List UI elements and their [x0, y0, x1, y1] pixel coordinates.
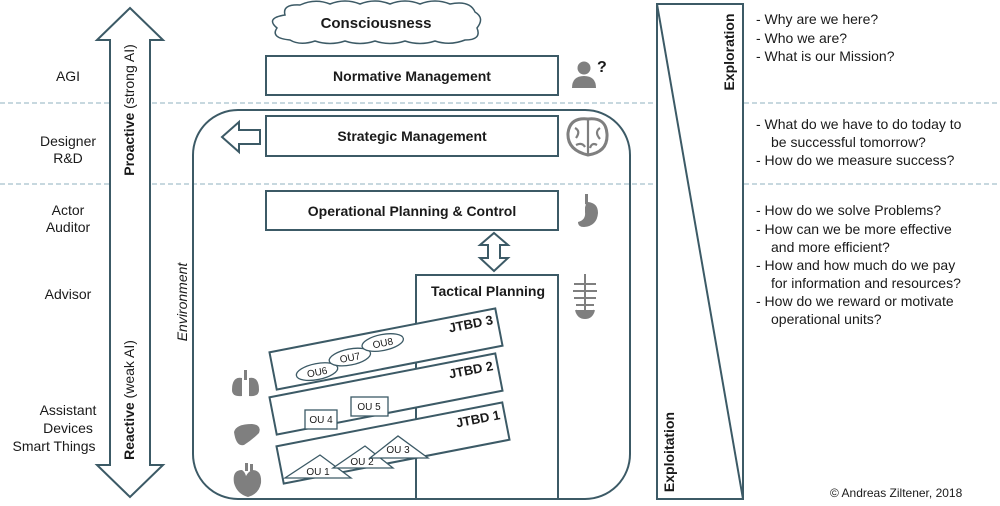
- question-reward-cont: operational units?: [771, 311, 882, 327]
- ou5-label: OU 5: [357, 402, 381, 413]
- ou8-ellipse: [361, 333, 405, 352]
- ou4-box: [304, 409, 338, 430]
- consciousness-label: Consciousness: [321, 15, 432, 32]
- up-down-arrow-icon: [477, 231, 511, 273]
- label-auditor: Auditor: [46, 219, 91, 235]
- question-what-today-cont: be successful tomorrow?: [771, 134, 926, 150]
- question-pay-cont: for information and resources?: [771, 275, 961, 291]
- ou5-box: [350, 396, 389, 417]
- reactive-arrow-label: Reactive (weak AI): [121, 340, 137, 460]
- ou1-label: OU 1: [306, 467, 330, 478]
- consciousness-cloud: [271, 0, 482, 45]
- label-rd: R&D: [53, 150, 83, 166]
- ou2-label: OU 2: [350, 457, 374, 468]
- proactive-arrow-label: Proactive (strong AI): [121, 44, 137, 176]
- label-assistant: Assistant: [40, 402, 97, 418]
- ou4-label: OU 4: [309, 415, 333, 426]
- exploration-exploitation-diagonal: [656, 3, 744, 500]
- question-measure-success: - How do we measure success?: [756, 152, 955, 168]
- question-solve-problems: - How do we solve Problems?: [756, 202, 941, 218]
- spine-icon: [573, 274, 597, 320]
- environment-container: [192, 109, 631, 500]
- liver-icon: [234, 424, 260, 446]
- label-actor: Actor: [52, 202, 85, 218]
- question-who-we-are: - Who we are?: [756, 30, 847, 46]
- label-agi: AGI: [56, 68, 80, 84]
- question-effective-cont: and more efficient?: [771, 239, 890, 255]
- environment-label: Environment: [174, 262, 190, 342]
- label-designer: Designer: [40, 133, 96, 149]
- brain-icon: [566, 117, 609, 157]
- question-mission: - What is our Mission?: [756, 48, 895, 64]
- normative-management-label: Normative Management: [333, 68, 491, 84]
- person-question-icon: ?: [572, 59, 607, 88]
- normative-management-box: [265, 55, 559, 96]
- question-what-today: - What do we have to do today to: [756, 116, 962, 132]
- ou7-ellipse: [328, 347, 372, 367]
- stomach-icon: [578, 194, 598, 227]
- heart-icon: [233, 463, 262, 497]
- question-effective: - How can we be more effective: [756, 221, 952, 237]
- ou3-label: OU 3: [386, 445, 410, 456]
- left-arrow-icon: [220, 119, 261, 155]
- exploitation-label: Exploitation: [661, 412, 677, 492]
- ou6-ellipse: [295, 362, 339, 382]
- question-why-here: - Why are we here?: [756, 11, 878, 27]
- strategic-management-label: Strategic Management: [337, 128, 487, 144]
- question-pay: - How and how much do we pay: [756, 257, 955, 273]
- label-smart-things: Smart Things: [13, 438, 96, 454]
- tactical-planning-label: Tactical Planning: [431, 283, 545, 299]
- label-devices: Devices: [43, 420, 93, 436]
- lungs-icon: [232, 370, 259, 397]
- ou7-label: OU7: [339, 351, 362, 366]
- proactive-reactive-arrow: [94, 6, 166, 499]
- operational-planning-label: Operational Planning & Control: [308, 203, 516, 219]
- ou3-triangle: [368, 435, 430, 459]
- question-reward: - How do we reward or motivate: [756, 293, 954, 309]
- operational-planning-box: [265, 190, 559, 231]
- ou6-label: OU6: [306, 366, 329, 381]
- copyright-text: © Andreas Ziltener, 2018: [830, 486, 963, 500]
- svg-text:?: ?: [597, 59, 607, 76]
- exploration-label: Exploration: [721, 13, 737, 90]
- ou8-label: OU8: [372, 337, 395, 352]
- label-advisor: Advisor: [45, 286, 92, 302]
- strategic-management-box: [265, 115, 559, 157]
